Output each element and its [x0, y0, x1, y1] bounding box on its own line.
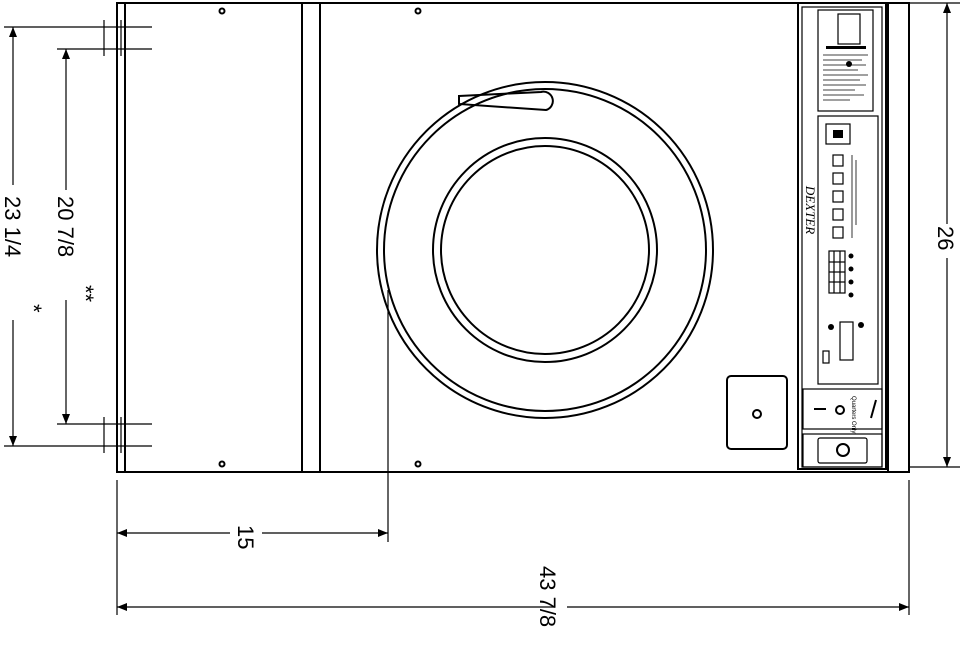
coin-box-lock: [836, 443, 850, 457]
machine-body: [116, 2, 910, 473]
status-indicator: [858, 322, 864, 328]
service-key: [822, 350, 830, 364]
instruction-dot: [846, 61, 852, 67]
coin-display: [839, 321, 854, 361]
lint-access-knob: [752, 409, 762, 419]
dim-height-inner-mark: **: [73, 285, 98, 303]
coin-return-button: [835, 405, 845, 415]
coin-label: Quarters Only: [850, 396, 856, 433]
dim-height-outer-value: 23 1/4: [0, 196, 25, 257]
dim-width-total-value: 43 7/8: [535, 566, 560, 627]
door-glass-outer: [432, 137, 658, 363]
dim-height-outer-mark: *: [21, 304, 46, 313]
door-glass-inner: [440, 145, 650, 355]
coin-slot-right: [870, 399, 877, 419]
dim-height-inner: 20 7/8 **: [53, 48, 152, 425]
coin-acceptor-plate: [802, 388, 883, 430]
cycle-buttons: [832, 154, 857, 239]
controls-box: [817, 115, 879, 385]
dim-height-right: 26: [910, 2, 960, 468]
dim-width-total: 43 7/8: [117, 480, 910, 627]
instruction-label-band: [826, 46, 866, 49]
display-digits: [833, 130, 843, 138]
dim-width-door-offset: 15: [116, 290, 389, 615]
control-panel-column: [797, 2, 887, 470]
instruction-label-icon: [837, 13, 861, 45]
screw-bottom-mid: [414, 460, 422, 468]
screw-top-left: [218, 7, 226, 15]
coin-box-door: [802, 433, 883, 468]
temperature-selector: [828, 250, 854, 298]
coin-box-lock-plate: [817, 437, 868, 464]
dim-edge-ticks: [103, 20, 122, 453]
dim-height-outer: 23 1/4 *: [0, 26, 152, 447]
instruction-text-lines: [823, 54, 868, 101]
dim-width-door-offset-value: 15: [233, 525, 258, 549]
door-handle: [458, 90, 554, 112]
control-panel-inner: [801, 6, 883, 468]
screw-bottom-left: [218, 460, 226, 468]
start-indicator: [828, 324, 834, 330]
brand-logo: DEXTER: [803, 185, 818, 234]
instruction-label: [817, 9, 874, 112]
dim-height-inner-value: 20 7/8: [53, 196, 78, 257]
screw-top-mid: [414, 7, 422, 15]
dim-height-right-value: 26: [933, 226, 958, 250]
lint-access-panel: [726, 375, 788, 450]
door-outer-ring-inner: [383, 88, 707, 412]
door-outer-ring: [376, 81, 714, 419]
display-window: [825, 123, 851, 145]
